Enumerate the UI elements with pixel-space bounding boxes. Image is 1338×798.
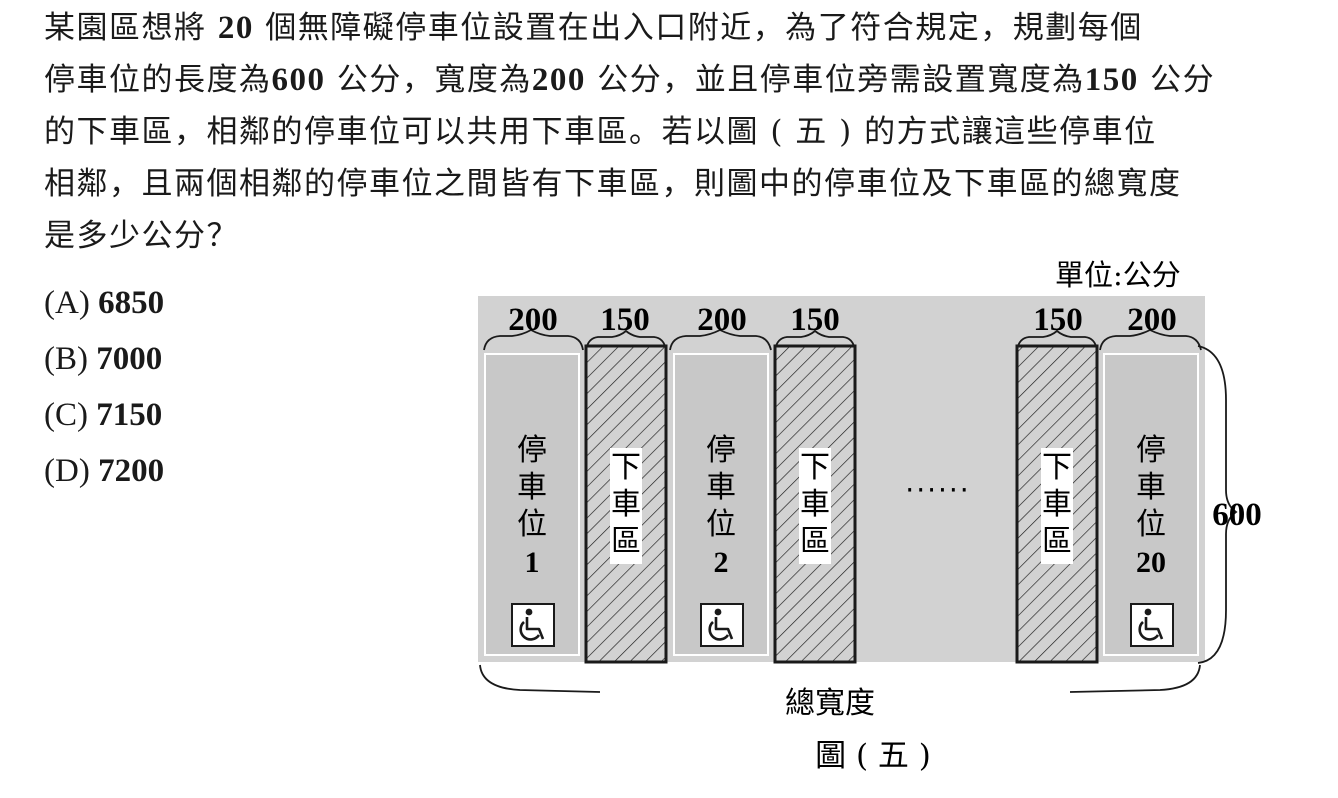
question-line-2: 停車位的長度為600 公分，寬度為200 公分，並且停車位旁需設置寬度為150 …: [44, 62, 1216, 98]
question-line-3: 的下車區，相鄰的停車位可以共用下車區。若以圖 ( 五 ) 的方式讓這些停車位: [44, 114, 1157, 150]
width-label-dropoff-1: 150: [600, 302, 650, 338]
dropoff-1-char-2: 車: [611, 487, 641, 522]
space-20-char-1: 停: [1136, 433, 1166, 468]
question-text: 某園區想將 20 個無障礙停車位設置在出入口附近，為了符合規定，規劃每個 停車位…: [44, 2, 1294, 262]
space-20-char-3: 位: [1136, 507, 1166, 542]
space-1-char-1: 停: [517, 433, 547, 468]
dropoff-last-char-2: 車: [1042, 487, 1072, 522]
dropoff-2-char-1: 下: [800, 450, 830, 485]
width-label-space-2: 200: [697, 302, 747, 338]
question-line-4: 相鄰，且兩個相鄰的停車位之間皆有下車區，則圖中的停車位及下車區的總寬度: [44, 166, 1182, 202]
answer-options: (A) 6850 (B) 7000 (C) 7150 (D) 7200: [44, 275, 164, 499]
accessible-icon: [510, 602, 556, 648]
option-c[interactable]: (C) 7150: [44, 397, 163, 433]
accessible-icon: [1129, 602, 1175, 648]
dropoff-2-label: 下 車 區: [799, 448, 831, 564]
unit-label: 單位:公分: [1055, 258, 1181, 292]
dropoff-1-char-3: 區: [611, 524, 641, 559]
space-2-label: 停 車 位 2: [706, 433, 736, 579]
width-label-dropoff-2: 150: [790, 302, 840, 338]
width-labels: 200 150 200 150 150 200: [508, 302, 1177, 338]
ellipsis: ‧‧‧‧‧‧: [905, 474, 970, 507]
space-2-char-1: 停: [706, 433, 736, 468]
question-line-5: 是多少公分？: [44, 218, 239, 254]
space-1-label: 停 車 位 1: [517, 433, 547, 579]
space-1-number: 1: [525, 546, 540, 579]
option-b[interactable]: (B) 7000: [44, 341, 163, 377]
question-line-1: 某園區想將 20 個無障礙停車位設置在出入口附近，為了符合規定，規劃每個: [44, 10, 1143, 46]
height-label: 600: [1212, 497, 1262, 533]
space-1-char-2: 車: [517, 470, 547, 505]
space-2-char-3: 位: [706, 507, 736, 542]
space-20-char-2: 車: [1136, 470, 1166, 505]
space-2-number: 2: [714, 546, 729, 579]
width-braces: [483, 328, 1202, 351]
total-width-brace-left: [479, 664, 601, 693]
total-width-label: 總寬度: [785, 686, 875, 721]
total-width-brace-right: [1069, 664, 1201, 693]
option-a[interactable]: (A) 6850: [44, 285, 165, 321]
dropoff-2-char-3: 區: [800, 524, 830, 559]
dropoff-1-label: 下 車 區: [610, 448, 642, 564]
option-d[interactable]: (D) 7200: [44, 453, 165, 489]
space-20-number: 20: [1136, 546, 1166, 579]
width-label-space-20: 200: [1127, 302, 1177, 338]
dropoff-last-char-3: 區: [1042, 524, 1072, 559]
dropoff-last-label: 下 車 區: [1041, 448, 1073, 564]
height-brace: [1197, 345, 1238, 664]
dropoff-1-char-1: 下: [611, 450, 641, 485]
width-label-dropoff-last: 150: [1033, 302, 1083, 338]
dropoff-last-char-1: 下: [1042, 450, 1072, 485]
dropoff-2-char-2: 車: [800, 487, 830, 522]
figure-caption: 圖 ( 五 ): [815, 738, 931, 774]
space-20-label: 停 車 位 20: [1136, 433, 1166, 579]
width-label-space-1: 200: [508, 302, 558, 338]
accessible-icon: [699, 602, 745, 648]
space-1-char-3: 位: [517, 507, 547, 542]
space-2-char-2: 車: [706, 470, 736, 505]
